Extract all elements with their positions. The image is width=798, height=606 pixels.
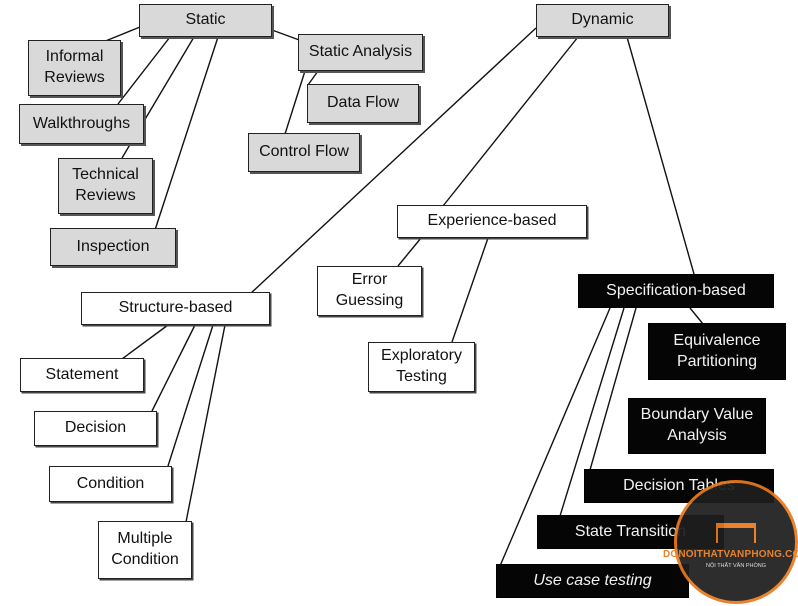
connector-line: [154, 36, 219, 231]
connector-line: [559, 307, 625, 517]
experience-based-node: Experience-based: [397, 205, 587, 238]
connector-line: [151, 324, 196, 412]
connector-line: [121, 324, 169, 360]
connector-line: [689, 307, 704, 325]
exploratory-testing-node: Exploratory Testing: [368, 342, 475, 392]
connector-line: [271, 29, 303, 42]
walkthroughs-node: Walkthroughs: [19, 104, 144, 144]
connector-line: [451, 237, 489, 343]
statement-node: Statement: [20, 358, 144, 392]
connector-line: [307, 70, 319, 86]
specification-based-node: Specification-based: [578, 274, 774, 308]
connector-line: [185, 324, 226, 523]
dynamic-node: Dynamic: [536, 4, 669, 37]
watermark-logo: DONOITHATVANPHONG.COM NỘI THẤT VĂN PHÒNG: [663, 480, 798, 604]
connector-line: [249, 27, 537, 295]
control-flow-node: Control Flow: [248, 133, 360, 172]
informal-reviews-node: Informal Reviews: [28, 40, 121, 96]
static-node: Static: [139, 4, 272, 37]
error-guessing-node: Error Guessing: [317, 266, 422, 316]
connector-line: [499, 307, 611, 567]
equivalence-partitioning-node: Equivalence Partitioning: [648, 323, 786, 380]
connector-line: [117, 36, 171, 105]
desk-icon: [716, 523, 756, 543]
connector-line: [626, 36, 695, 275]
connector-line: [442, 36, 579, 207]
technical-reviews-node: Technical Reviews: [58, 158, 153, 214]
static-analysis-node: Static Analysis: [298, 34, 423, 71]
boundary-value-analysis-node: Boundary Value Analysis: [628, 398, 766, 454]
use-case-testing-node: Use case testing: [496, 564, 689, 598]
watermark-text: DONOITHATVANPHONG.COM: [662, 549, 798, 560]
connector-line: [284, 70, 306, 135]
connector-line: [102, 26, 141, 43]
connector-line: [397, 237, 422, 267]
condition-node: Condition: [49, 466, 172, 502]
connector-line: [589, 307, 637, 471]
structure-based-node: Structure-based: [81, 292, 270, 325]
decision-node: Decision: [34, 411, 157, 446]
inspection-node: Inspection: [50, 228, 176, 266]
watermark-subtext: NỘI THẤT VĂN PHÒNG: [705, 563, 766, 569]
multiple-condition-node: Multiple Condition: [98, 521, 192, 579]
data-flow-node: Data Flow: [307, 84, 419, 123]
connector-line: [167, 324, 214, 467]
